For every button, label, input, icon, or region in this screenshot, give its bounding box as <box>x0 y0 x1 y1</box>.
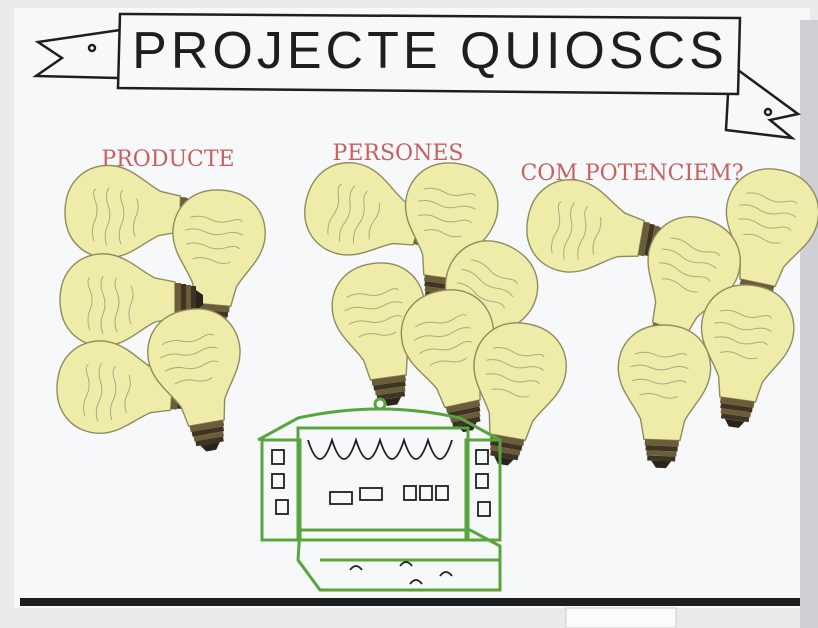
paper-bottom-edge <box>20 598 800 606</box>
title-banner <box>32 12 801 140</box>
easel-side <box>800 20 818 628</box>
poster-title: PROJECTE QUIOSCS <box>132 22 728 80</box>
sticker-label <box>565 607 677 628</box>
kiosk-drawing <box>257 397 502 592</box>
heading-persones: PERSONES <box>333 141 464 166</box>
